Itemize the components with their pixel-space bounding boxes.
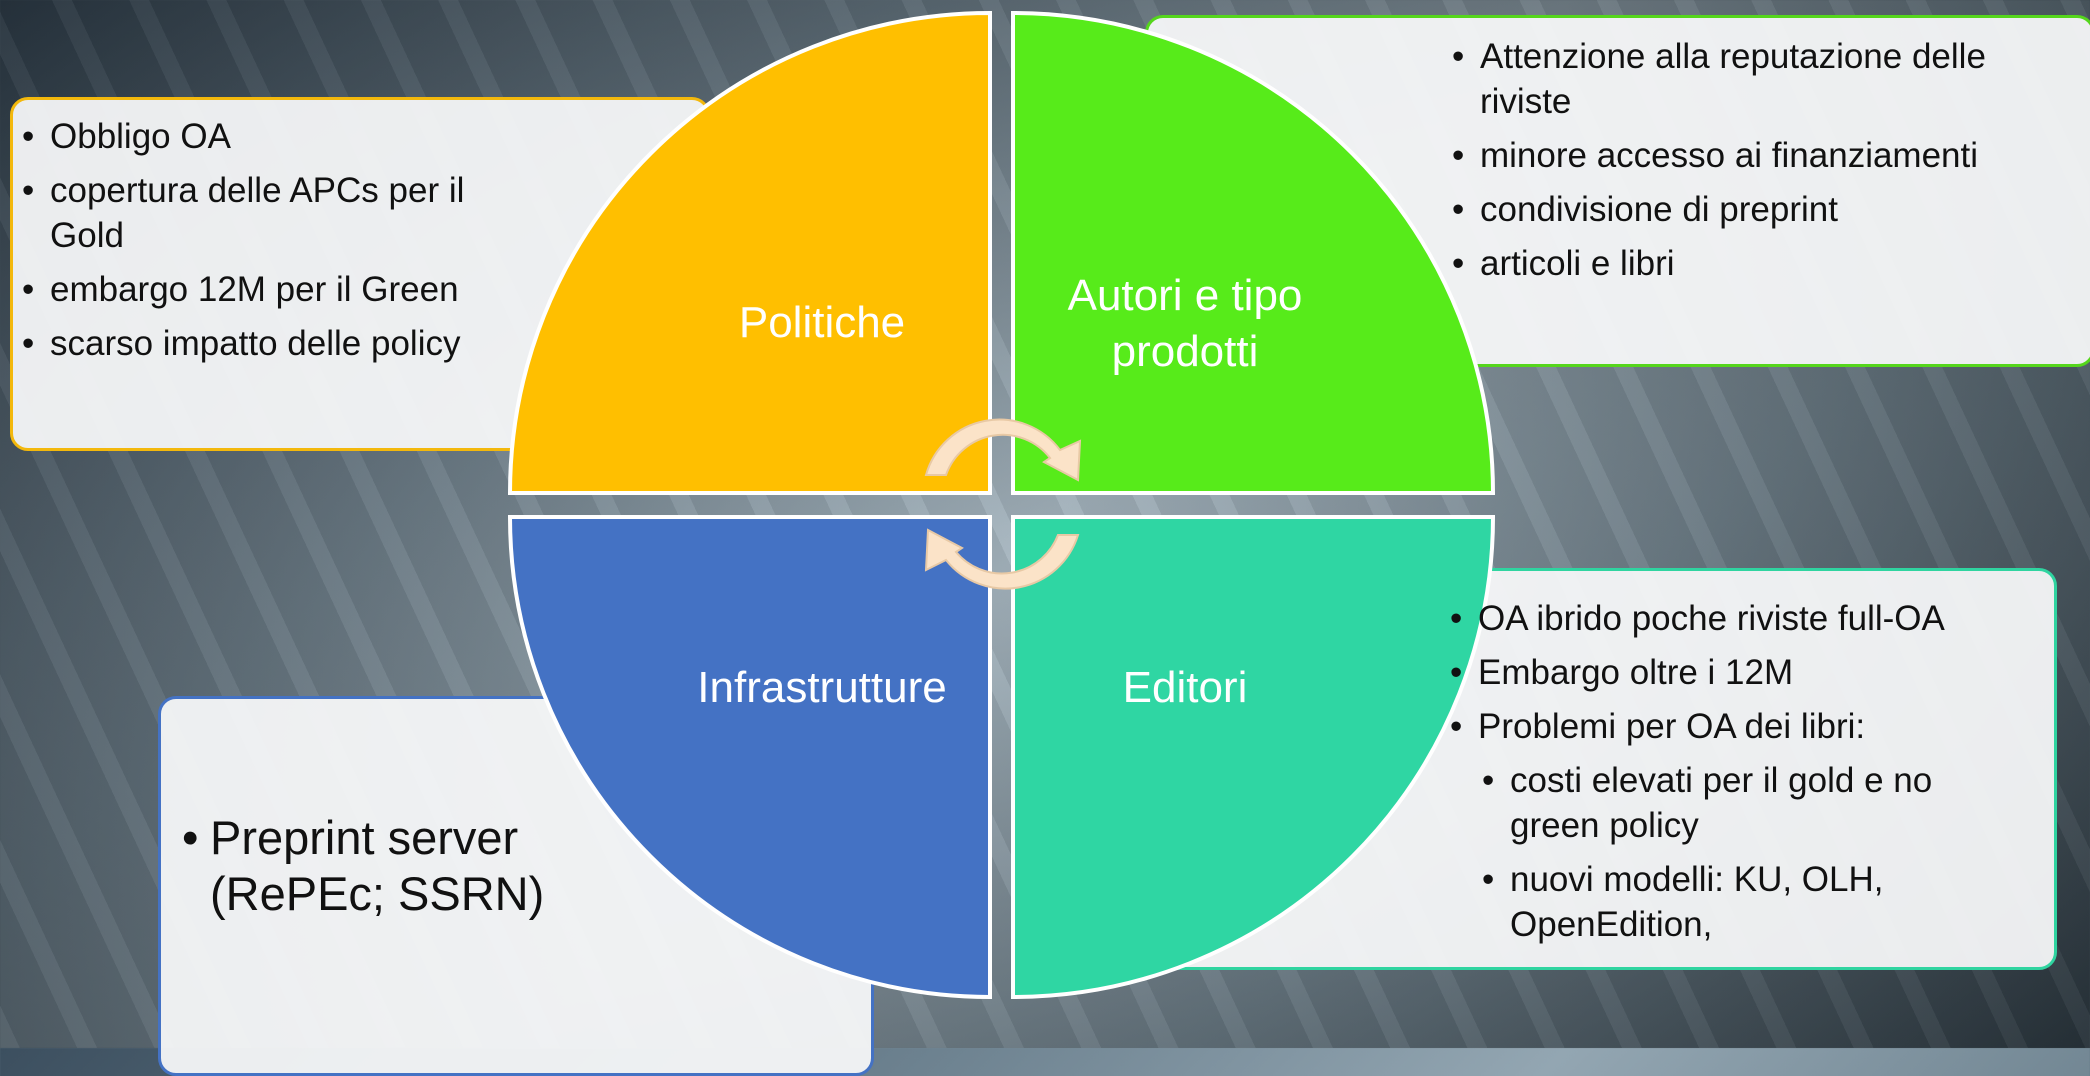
editori-bullet-list: OA ibrido poche riviste full-OA Embargo … [1448, 596, 2028, 956]
list-item: OA ibrido poche riviste full-OA [1448, 596, 2028, 641]
list-item: Problemi per OA dei libri: [1448, 704, 2028, 749]
autori-bullet-list: Attenzione alla reputazione delle rivist… [1450, 34, 2070, 295]
quadrant-infrastrutture [507, 515, 992, 1000]
list-item: Obbligo OA [20, 114, 525, 159]
list-subitem: costi elevati per il gold e no green pol… [1480, 758, 2028, 848]
list-item: Attenzione alla reputazione delle rivist… [1450, 34, 2070, 124]
cycle-quadrant-diagram: Politiche Autori e tipo prodotti Infrast… [507, 10, 1496, 1000]
list-item: copertura delle APCs per il Gold [20, 168, 525, 258]
list-item: scarso impatto delle policy [20, 321, 525, 366]
politiche-bullet-list: Obbligo OA copertura delle APCs per il G… [20, 114, 525, 375]
cycle-arrow-bottom-icon [924, 528, 1080, 590]
quadrant-label-autori-line2: prodotti [1112, 327, 1259, 376]
quadrant-editori [1011, 515, 1496, 1000]
list-item: minore accesso ai finanziamenti [1450, 133, 2070, 178]
quadrant-label-autori-line1: Autori e tipo [1068, 271, 1303, 320]
quadrant-label-editori: Editori [1123, 663, 1248, 712]
infrastrutture-bullet-list: Preprint server (RePEc; SSRN) [180, 810, 620, 922]
quadrant-label-politiche: Politiche [739, 298, 905, 347]
cycle-arrow-top-icon [924, 418, 1082, 482]
cycle-arrows [924, 418, 1082, 590]
list-item: Embargo oltre i 12M [1448, 650, 2028, 695]
list-item: condivisione di preprint [1450, 187, 2070, 232]
list-item: articoli e libri [1450, 241, 2070, 286]
quadrant-politiche [507, 10, 992, 495]
list-item: embargo 12M per il Green [20, 267, 525, 312]
quadrant-autori [1011, 10, 1496, 495]
list-item: Preprint server (RePEc; SSRN) [180, 810, 620, 922]
quadrant-label-infrastrutture: Infrastrutture [697, 663, 946, 712]
list-subitem: nuovi modelli: KU, OLH, OpenEdition, [1480, 857, 2028, 947]
